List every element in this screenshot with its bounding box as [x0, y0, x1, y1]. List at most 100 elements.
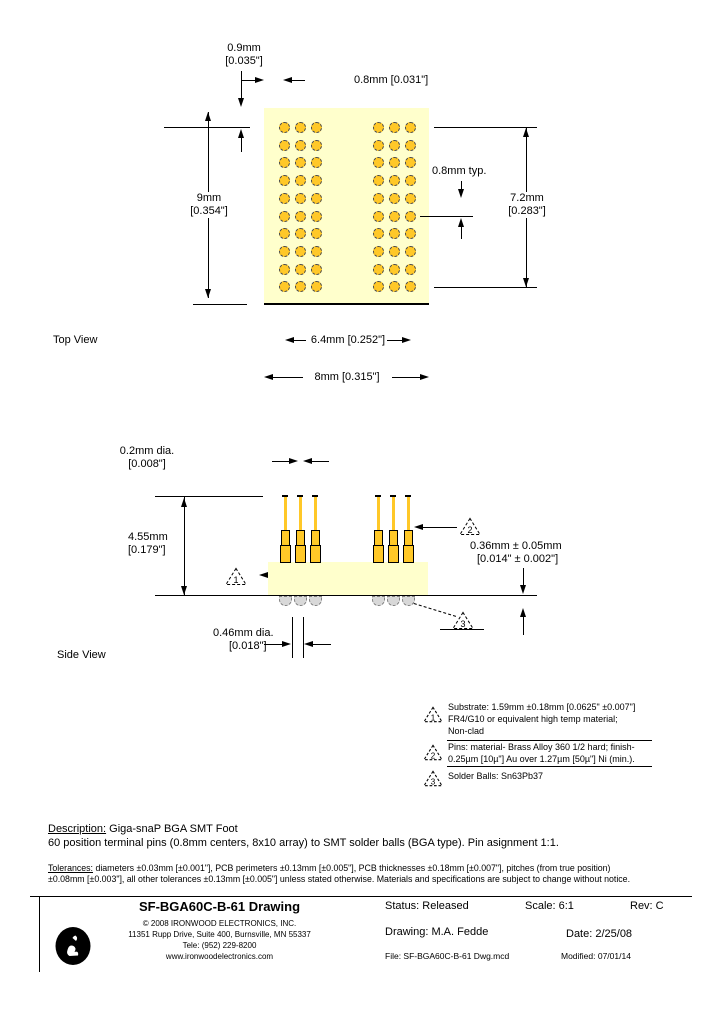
svg-text:2: 2 — [431, 751, 436, 760]
pin-pad — [389, 245, 400, 257]
arrowhead-left-icon — [283, 77, 292, 83]
dim-4.55mm-label: 4.55mm — [128, 531, 168, 543]
dim-line — [294, 340, 306, 341]
pin-pad — [311, 175, 322, 187]
pin-collar — [373, 530, 383, 546]
solder-ball — [386, 596, 400, 606]
dim-0.46mm-inch-label: [0.018"] — [229, 640, 267, 652]
company-logo-icon — [55, 927, 91, 965]
note-separator — [447, 740, 652, 741]
description-label: Description: — [48, 823, 107, 835]
pin-collar — [280, 530, 290, 546]
tolerances-line-1: Tolerances: diameters ±0.03mm [±0.001"],… — [48, 863, 611, 873]
pin-pad — [311, 157, 322, 169]
note-3-triangle-icon: 3 — [423, 770, 443, 786]
pin-pad — [311, 192, 322, 204]
pin-pad — [373, 228, 384, 240]
pin-pad — [295, 281, 306, 293]
pin-pad — [279, 210, 290, 222]
pin-pad — [279, 175, 290, 187]
dim-line — [312, 461, 329, 462]
pin-pad — [311, 245, 322, 257]
note-1: Substrate: 1.59mm ±0.18mm [0.0625" ±0.00… — [448, 702, 636, 736]
dim-0.8mm-typ-label: 0.8mm typ. — [432, 165, 487, 177]
pin-pad — [389, 281, 400, 293]
pin-pad — [405, 263, 416, 275]
pin-pad — [373, 122, 384, 133]
pin-pad — [295, 122, 306, 133]
note-triangle-3-icon: 3 — [452, 611, 474, 629]
pin-tip — [390, 495, 396, 497]
address-line: 11351 Rupp Drive, Suite 400, Burnsville,… — [128, 930, 311, 939]
file-field: File: SF-BGA60C-B-61 Dwg.mcd — [385, 951, 510, 961]
top-view-label: Top View — [53, 334, 98, 346]
extension-line — [292, 617, 293, 658]
website-line: www.ironwoodelectronics.com — [165, 952, 274, 961]
pin-body — [294, 545, 306, 563]
extension-line — [303, 617, 304, 658]
dim-line — [523, 568, 524, 585]
dim-line — [242, 80, 255, 81]
pin-body — [372, 545, 384, 563]
pin-pad — [311, 281, 322, 293]
arrowhead-left-icon — [264, 374, 273, 380]
pin-pad — [279, 192, 290, 204]
solder-ball — [371, 596, 385, 606]
dim-line — [392, 377, 420, 378]
note-triangle-1-icon: 1 — [225, 567, 247, 585]
tolerances-line-2: ±0.08mm [±0.003"], all other tolerances … — [48, 874, 631, 884]
pin-pad — [405, 281, 416, 293]
arrowhead-left-icon — [304, 641, 313, 647]
svg-text:1: 1 — [431, 713, 436, 722]
pin-pad — [279, 122, 290, 133]
dim-0.9mm-label: 0.9mm — [227, 42, 261, 54]
leader-line — [423, 527, 457, 528]
status-field: Status: Released — [385, 900, 469, 912]
dim-8mm-label: 8mm [0.315"] — [314, 371, 380, 383]
arrowhead-down-icon — [205, 289, 211, 298]
note-3: Solder Balls: Sn63Pb37 — [448, 771, 544, 781]
dim-line — [264, 644, 282, 645]
pin-pad — [311, 228, 322, 240]
dim-4.55mm-inch-label: [0.179"] — [128, 544, 166, 556]
leader-underline — [440, 629, 484, 630]
pin-pad — [279, 281, 290, 293]
scale-field: Scale: 6:1 — [525, 900, 574, 912]
dim-0.2mm-label: 0.2mm dia. — [119, 445, 175, 457]
arrowhead-right-icon — [255, 77, 264, 83]
arrowhead-up-icon — [523, 128, 529, 137]
pin-pad — [279, 139, 290, 151]
title-block-border-top — [30, 896, 692, 897]
pin-tip — [282, 495, 288, 497]
pin-pad — [373, 139, 384, 151]
svg-text:3: 3 — [460, 619, 465, 629]
company-info: © 2008 IRONWOOD ELECTRONICS, INC. 11351 … — [92, 918, 347, 962]
arrowhead-down-icon — [523, 278, 529, 287]
copyright-line: © 2008 IRONWOOD ELECTRONICS, INC. — [142, 919, 297, 928]
pin-pad — [389, 192, 400, 204]
extension-line — [193, 304, 247, 305]
extension-line — [155, 496, 263, 497]
pin-pad — [295, 263, 306, 275]
dim-line — [461, 227, 462, 239]
extension-line — [420, 216, 473, 217]
solder-ball — [293, 596, 307, 606]
arrowhead-down-icon — [181, 586, 187, 595]
description-line-1: Description: Giga-snaP BGA SMT Foot — [48, 823, 238, 835]
pin-rod — [298, 497, 302, 531]
pin-tip — [405, 495, 411, 497]
extension-line — [164, 127, 250, 128]
pin-pad — [389, 122, 400, 133]
extension-line — [434, 287, 537, 288]
date-field: Date: 2/25/08 — [566, 928, 633, 940]
pin-pad — [405, 157, 416, 169]
pin-body — [279, 545, 291, 563]
dim-0.8mm-label: 0.8mm [0.031"] — [354, 74, 429, 86]
arrowhead-left-icon — [259, 572, 268, 578]
dim-0.46mm-label: 0.46mm dia. — [213, 627, 274, 639]
svg-text:3: 3 — [431, 777, 436, 786]
dim-0.9mm-inch-label: [0.035"] — [225, 55, 263, 67]
pcb-surface-line — [155, 595, 537, 596]
pin-pad — [389, 157, 400, 169]
pin-rod — [406, 497, 410, 531]
